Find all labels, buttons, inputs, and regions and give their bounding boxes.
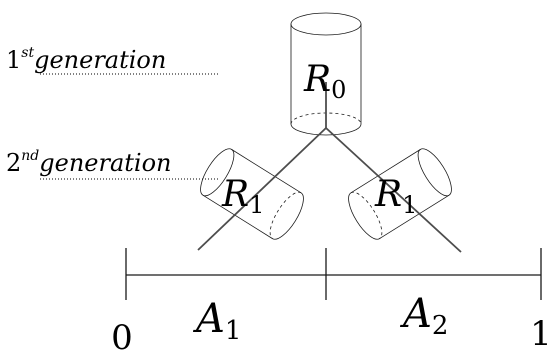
right-cylinder-body xyxy=(348,149,450,240)
right-cylinder-symbol: R xyxy=(374,174,402,215)
left-cylinder-outer-rim xyxy=(200,148,235,197)
right-cylinder-inner-rim xyxy=(350,191,383,239)
svg-text:2ndgeneration: 2ndgeneration xyxy=(6,148,172,177)
left-cylinder xyxy=(200,148,304,240)
right-cylinder xyxy=(348,148,452,240)
first-generation-word: generation xyxy=(34,46,166,74)
segment-a1-index: 1 xyxy=(225,316,242,346)
root-cylinder-label: R0 xyxy=(303,59,346,104)
root-cylinder-top-rim xyxy=(290,12,362,36)
right-branch-line xyxy=(325,127,462,253)
first-generation-suffix: st xyxy=(21,45,34,61)
tree-branches xyxy=(197,82,462,253)
right-cylinder-outer-rim xyxy=(417,148,452,197)
first-generation-ordinal: 1 xyxy=(6,46,21,74)
root-cylinder-index: 0 xyxy=(331,76,346,104)
left-cylinder-index: 1 xyxy=(249,191,264,219)
root-cylinder-symbol: R xyxy=(303,59,331,100)
left-branch-line xyxy=(197,127,327,251)
segment-a2-symbol: A xyxy=(399,291,432,337)
segment-a1-label: A1 xyxy=(192,296,241,346)
second-generation-label: 2ndgeneration xyxy=(6,148,218,180)
left-cylinder-inner-rim xyxy=(269,191,302,239)
svg-text:1stgeneration: 1stgeneration xyxy=(6,45,166,74)
left-cylinder-body xyxy=(202,149,304,240)
left-cylinder-label: R1 xyxy=(221,174,264,219)
axis-end-label: 1 xyxy=(530,314,551,354)
second-generation-word: generation xyxy=(39,149,171,177)
first-generation-label: 1stgeneration xyxy=(6,45,218,75)
right-cylinder-index: 1 xyxy=(402,191,417,219)
segment-a1-symbol: A xyxy=(192,296,225,342)
right-cylinder-label: R1 xyxy=(374,174,417,219)
second-generation-ordinal: 2 xyxy=(6,149,21,177)
axis-start-label: 0 xyxy=(111,318,133,358)
segment-a2-label: A2 xyxy=(399,291,448,341)
root-cylinder-body xyxy=(290,24,362,136)
second-generation-suffix: nd xyxy=(21,148,39,164)
unit-interval-axis xyxy=(125,248,542,300)
segment-a2-index: 2 xyxy=(432,311,449,341)
left-cylinder-symbol: R xyxy=(221,174,249,215)
